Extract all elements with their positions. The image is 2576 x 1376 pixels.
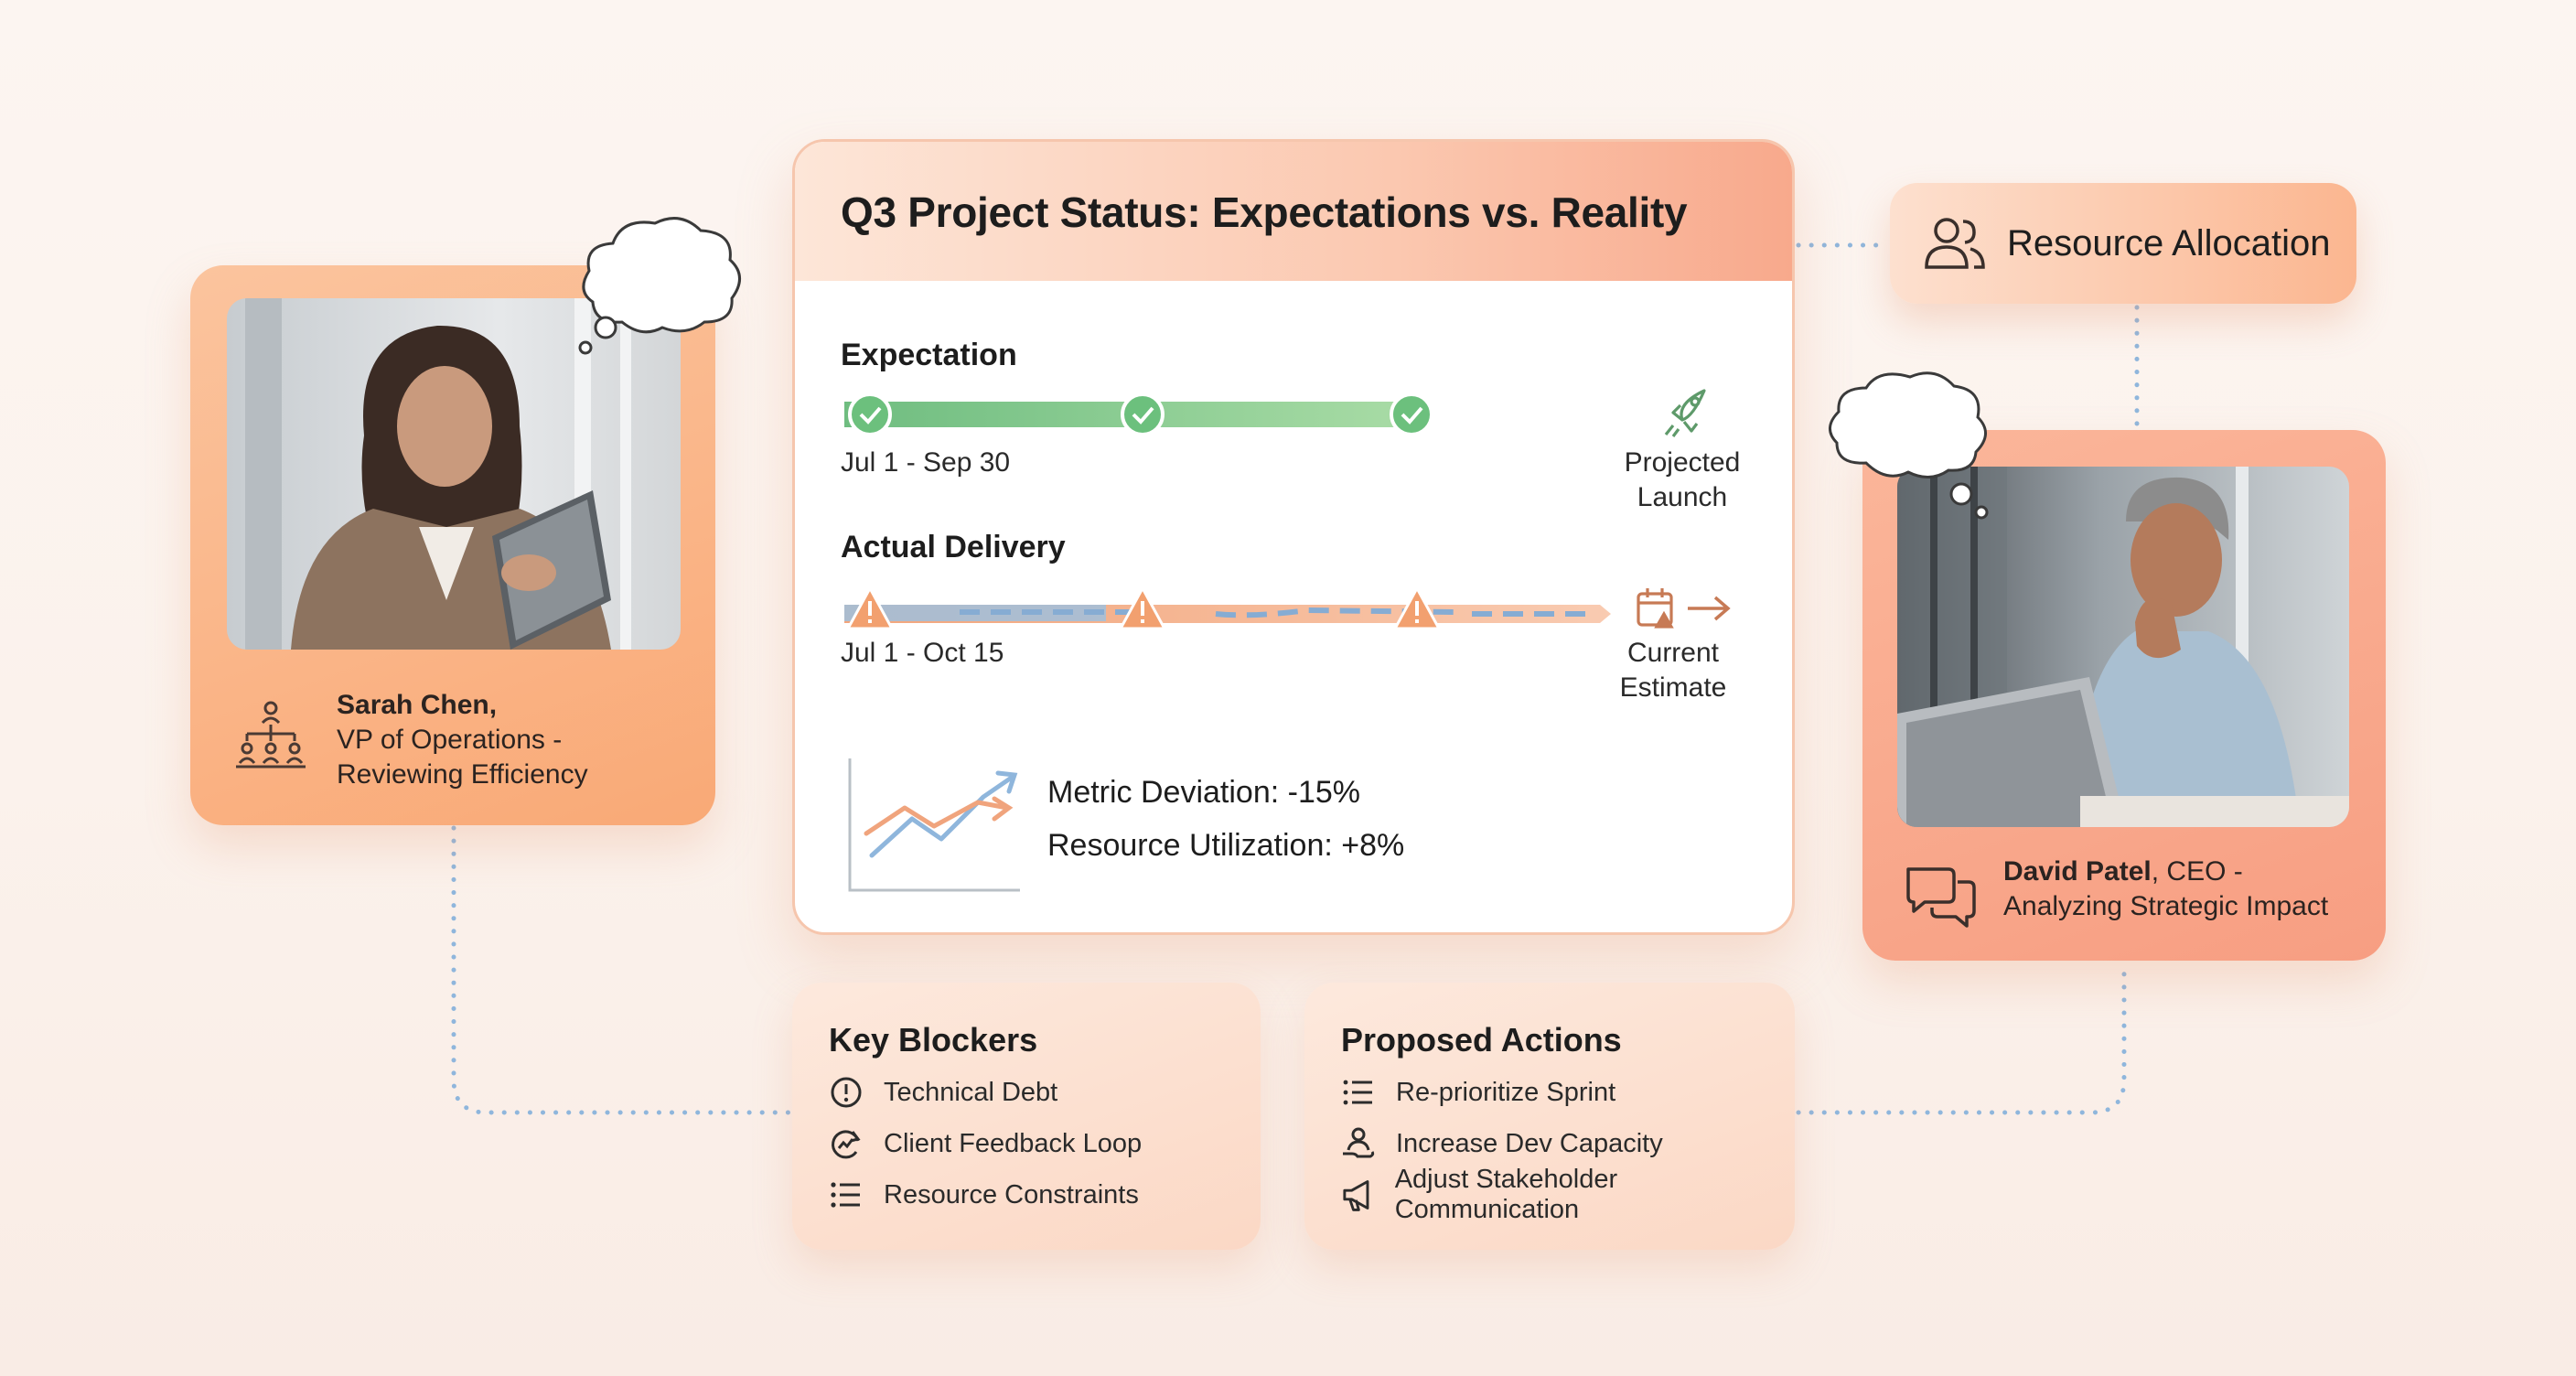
blocker-client-feedback-loop[interactable]: Client Feedback Loop xyxy=(829,1125,1142,1162)
actual-range: Jul 1 - Oct 15 xyxy=(841,638,1004,668)
key-blockers-title: Key Blockers xyxy=(829,1021,1038,1059)
projected-launch-label: Projected Launch xyxy=(1591,446,1774,515)
actual-delivery-label: Actual Delivery xyxy=(841,530,1066,564)
actual-milestone-3 xyxy=(1392,585,1442,630)
megaphone-icon xyxy=(1343,1180,1369,1211)
current-estimate-line1: Current xyxy=(1626,638,1720,668)
alert-circle-icon xyxy=(831,1077,862,1108)
rocket-icon xyxy=(1664,389,1706,437)
warning-icon xyxy=(868,601,872,616)
actual-milestone-1 xyxy=(845,585,895,630)
project-status-header: Q3 Project Status: Expectations vs. Real… xyxy=(795,142,1792,281)
check-icon xyxy=(1401,406,1423,425)
projected-launch-line1: Projected xyxy=(1624,447,1741,478)
current-estimate-label: Current Estimate xyxy=(1582,636,1765,705)
blocker-label: Technical Debt xyxy=(884,1077,1058,1107)
expectation-milestone-1 xyxy=(848,392,892,436)
expectation-milestone-2 xyxy=(1121,392,1165,436)
resource-allocation-label: Resource Allocation xyxy=(2007,223,2331,263)
role-david-line1: , CEO - xyxy=(2151,856,2243,887)
action-label: Re-prioritize Sprint xyxy=(1396,1077,1616,1107)
photo-david-patel xyxy=(1897,467,2349,827)
refresh-chart-icon xyxy=(832,1130,861,1159)
role-sarah-line1: VP of Operations - xyxy=(337,725,563,755)
persona-card-sarah: Sarah Chen, VP of Operations - Reviewing… xyxy=(190,265,715,825)
org-chart-icon xyxy=(236,701,306,769)
list-icon xyxy=(1343,1080,1372,1105)
role-david-line2: Analyzing Strategic Impact xyxy=(2003,891,2329,921)
expectation-label: Expectation xyxy=(841,338,1017,372)
resource-allocation-pill[interactable]: Resource Allocation xyxy=(1890,183,2356,304)
check-icon xyxy=(1132,406,1154,425)
thought-cloud-left xyxy=(578,217,741,355)
proposed-actions-card: Proposed Actions Re-prioritize Sprint In… xyxy=(1304,983,1795,1250)
proposed-actions-title: Proposed Actions xyxy=(1341,1021,1622,1059)
trend-chart-icon xyxy=(848,758,1020,892)
persona-card-david: David Patel, CEO - Analyzing Strategic I… xyxy=(1862,430,2386,961)
blocker-resource-constraints[interactable]: Resource Constraints xyxy=(829,1177,1139,1213)
calendar-alert-icon xyxy=(1637,588,1674,629)
expectation-milestone-3 xyxy=(1390,392,1433,436)
blocker-technical-debt[interactable]: Technical Debt xyxy=(829,1074,1057,1111)
name-sarah: Sarah Chen, xyxy=(337,690,498,720)
action-adjust-communication[interactable]: Adjust Stakeholder Communication xyxy=(1341,1165,1795,1224)
current-estimate-line2: Estimate xyxy=(1619,672,1727,703)
caption-sarah: Sarah Chen, VP of Operations - Reviewing… xyxy=(337,688,588,792)
check-icon xyxy=(859,406,882,425)
warning-icon xyxy=(1415,601,1419,616)
blocker-label: Resource Constraints xyxy=(884,1179,1139,1209)
action-reprioritize-sprint[interactable]: Re-prioritize Sprint xyxy=(1341,1074,1615,1111)
chat-bubbles-icon xyxy=(1906,867,1976,928)
actual-timeline xyxy=(844,585,1731,630)
list-icon xyxy=(831,1182,860,1208)
action-label: Adjust Stakeholder Communication xyxy=(1394,1165,1618,1224)
thought-cloud-right xyxy=(1829,371,1989,520)
warning-icon xyxy=(1141,601,1144,616)
action-label: Increase Dev Capacity xyxy=(1396,1128,1663,1158)
arrow-right-icon xyxy=(1688,596,1731,621)
expectation-timeline xyxy=(844,389,1706,437)
actual-milestone-2 xyxy=(1118,585,1167,630)
photo-sarah-chen xyxy=(227,298,681,650)
key-blockers-card: Key Blockers Technical Debt Client Feedb… xyxy=(792,983,1261,1250)
resource-utilization: Resource Utilization: +8% xyxy=(1047,828,1405,863)
users-icon xyxy=(1925,218,1985,269)
name-david: David Patel xyxy=(2003,856,2152,887)
project-status-card: Q3 Project Status: Expectations vs. Real… xyxy=(792,139,1795,935)
user-hand-icon xyxy=(1343,1127,1375,1158)
role-sarah-line2: Reviewing Efficiency xyxy=(337,759,588,790)
caption-david: David Patel, CEO - Analyzing Strategic I… xyxy=(2003,855,2328,924)
metric-deviation: Metric Deviation: -15% xyxy=(1047,775,1361,810)
connector-sarah-blockers xyxy=(451,825,791,1115)
action-increase-dev-capacity[interactable]: Increase Dev Capacity xyxy=(1341,1125,1663,1162)
expectation-range: Jul 1 - Sep 30 xyxy=(841,447,1011,478)
projected-launch-line2: Launch xyxy=(1637,482,1728,512)
connector-actions-david xyxy=(1796,960,2127,1115)
blocker-label: Client Feedback Loop xyxy=(884,1128,1143,1158)
page-title: Q3 Project Status: Expectations vs. Real… xyxy=(841,188,1688,236)
